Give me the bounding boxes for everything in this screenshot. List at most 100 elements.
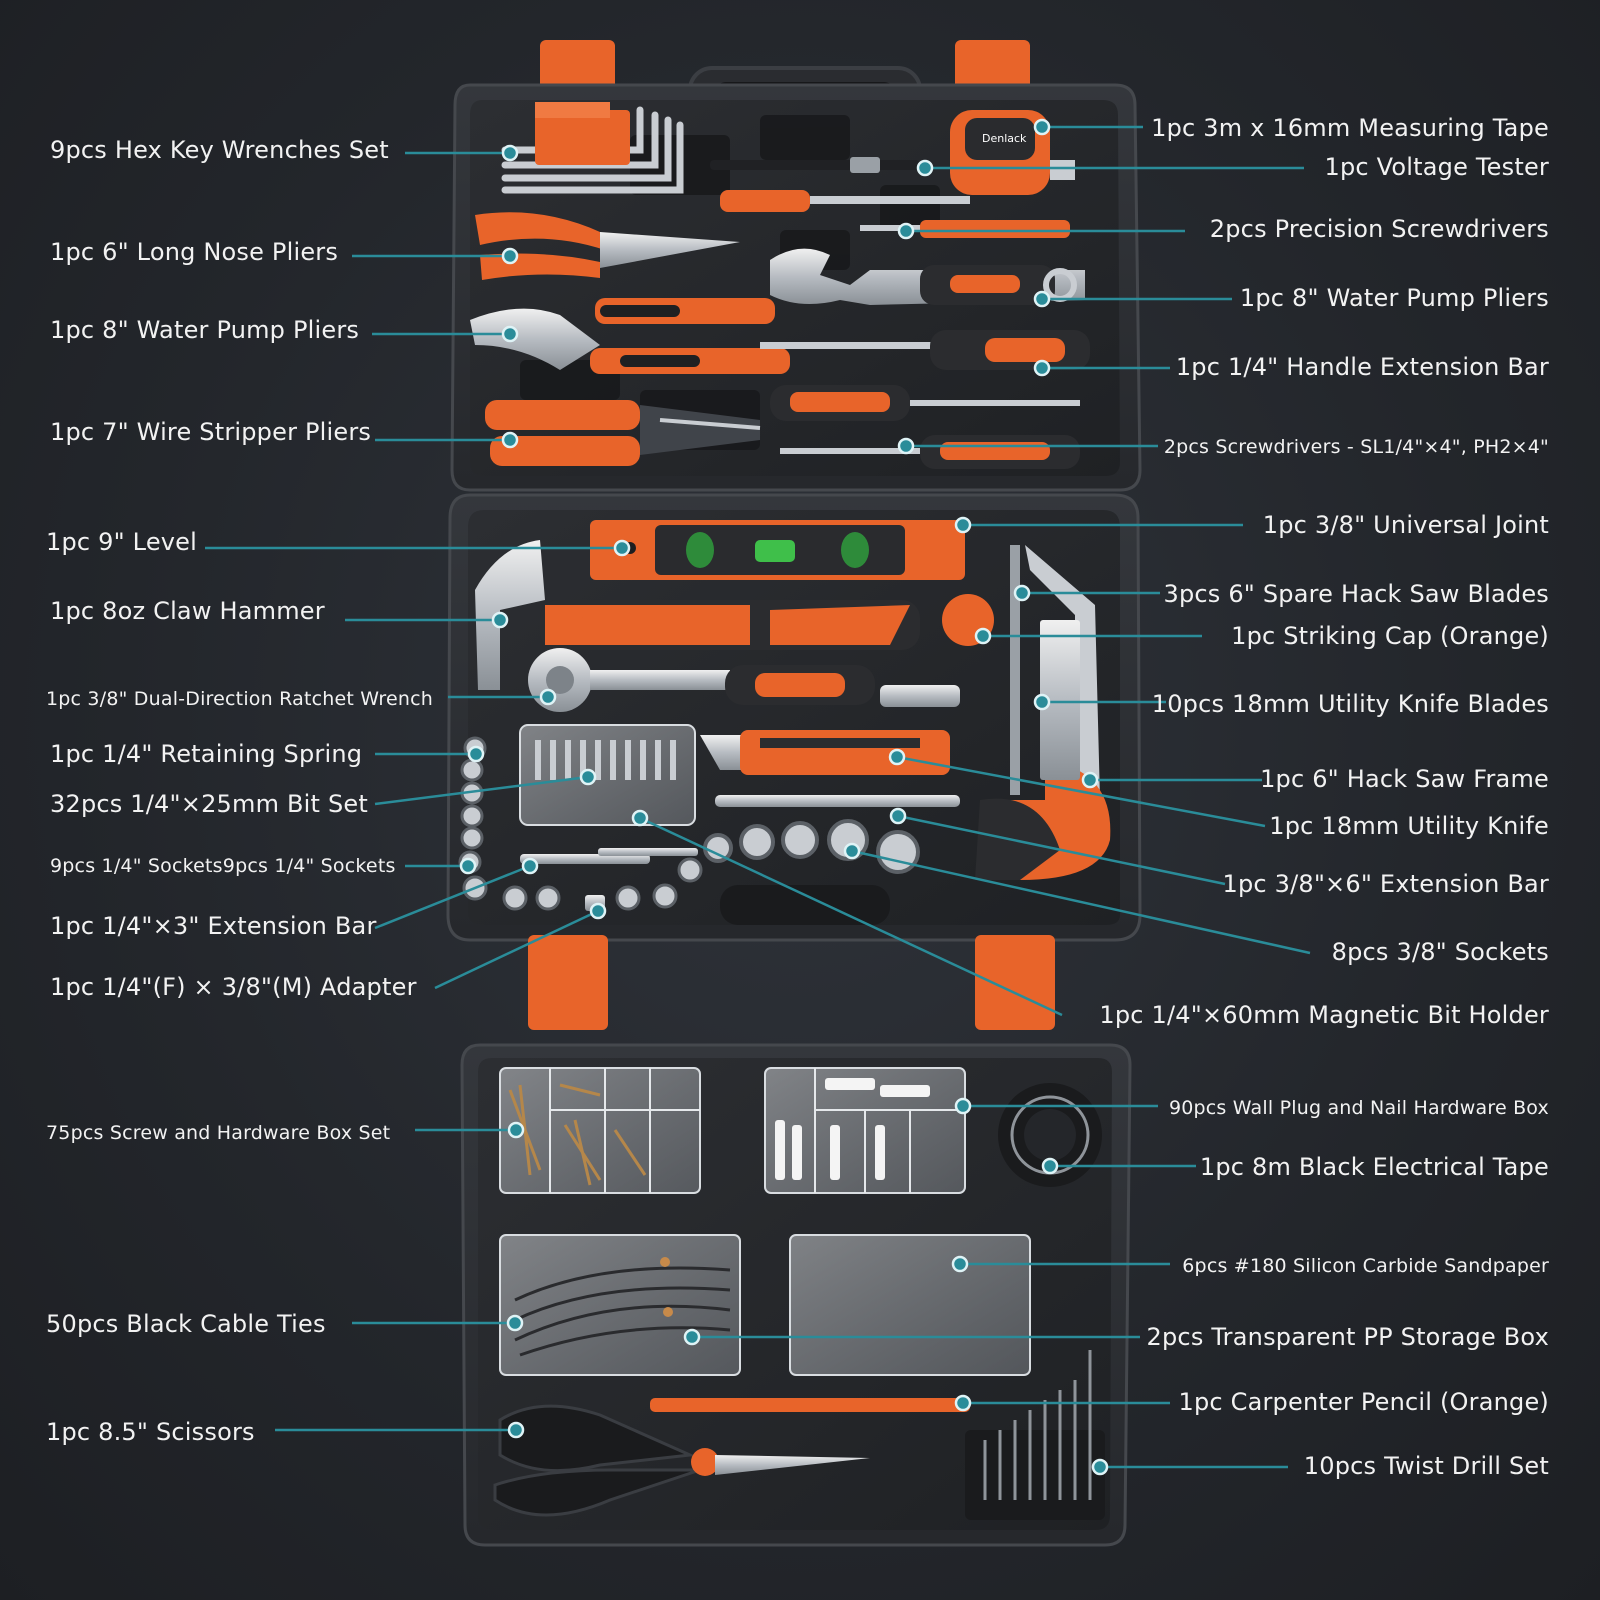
label-electrical-tape: 1pc 8m Black Electrical Tape (1199, 1153, 1549, 1181)
label-precision-screwdrivers: 2pcs Precision Screwdrivers (1209, 215, 1549, 243)
leader-dot (501, 247, 519, 265)
leader-dot (491, 611, 509, 629)
screw-hardware-box (499, 1067, 701, 1194)
label-three-eighths-extension: 1pc 3/8"×6" Extension Bar (1222, 870, 1549, 898)
label-ratchet-wrench: 1pc 3/8" Dual-Direction Ratchet Wrench (46, 688, 434, 710)
leader-dot (897, 222, 915, 240)
magnetic-bit-holder (598, 848, 698, 856)
claw-hammer (475, 540, 920, 690)
leader-dot (539, 688, 557, 706)
leader-dot (954, 1394, 972, 1412)
leader-dot (1041, 1157, 1059, 1175)
hack-saw (975, 545, 1111, 880)
leader-dot (974, 627, 992, 645)
label-cable-ties: 50pcs Black Cable Ties (46, 1310, 326, 1338)
leader-dot (1081, 771, 1099, 789)
leader-dot (459, 857, 477, 875)
universal-joint (880, 685, 960, 707)
leader-line (851, 849, 1311, 955)
hex-key-holder (535, 110, 630, 165)
label-water-pump-pliers-r: 1pc 8" Water Pump Pliers (1239, 284, 1549, 312)
leader-dots (459, 118, 1109, 1476)
top-latch-left (540, 40, 615, 90)
label-scissors: 1pc 8.5" Scissors (46, 1418, 255, 1446)
leader-line (434, 909, 599, 990)
label-measuring-tape: 1pc 3m x 16mm Measuring Tape (1151, 114, 1549, 142)
leader-lines (205, 125, 1311, 1469)
leader-dot (889, 807, 907, 825)
label-long-nose-pliers: 1pc 6" Long Nose Pliers (50, 238, 339, 266)
leader-dot (521, 857, 539, 875)
precision-screwdrivers (720, 190, 1070, 238)
label-magnetic-bit-holder: 1pc 1/4"×60mm Magnetic Bit Holder (1099, 1001, 1549, 1029)
leader-dot (1033, 693, 1051, 711)
label-hex-key-wrenches: 9pcs Hex Key Wrenches Set (50, 136, 389, 164)
leader-line (896, 755, 1266, 828)
label-level: 1pc 9" Level (46, 528, 198, 556)
leader-dot (579, 768, 597, 786)
measuring-tape: Denlack (950, 110, 1075, 195)
sandpaper-box (789, 1234, 1031, 1376)
label-retaining-spring: 1pc 1/4" Retaining Spring (50, 740, 363, 768)
adjustable-wrench (770, 248, 1085, 305)
leader-dot (1033, 118, 1051, 136)
leader-dot (1013, 584, 1031, 602)
leader-dot (613, 539, 631, 557)
leader-dot (897, 437, 915, 455)
label-wire-stripper: 1pc 7" Wire Stripper Pliers (50, 418, 372, 446)
label-screw-hardware-box: 75pcs Screw and Hardware Box Set (46, 1122, 391, 1144)
leader-dot (843, 842, 861, 860)
leader-dot (631, 809, 649, 827)
leader-line (374, 775, 589, 806)
label-quarter-sockets: 9pcs 1/4" Sockets9pcs 1/4" Sockets (50, 855, 396, 877)
bottom-case (460, 1043, 1132, 1547)
leader-dot (589, 902, 607, 920)
leader-dot (1033, 359, 1051, 377)
label-water-pump-pliers-l: 1pc 8" Water Pump Pliers (50, 316, 360, 344)
leader-dot (506, 1314, 524, 1332)
label-hack-saw-frame: 1pc 6" Hack Saw Frame (1260, 765, 1549, 793)
leader-dot (954, 1097, 972, 1115)
wire-stripper-pliers (485, 400, 761, 466)
water-pump-pliers-left (470, 298, 790, 374)
label-wall-plug-box: 90pcs Wall Plug and Nail Hardware Box (1168, 1097, 1549, 1119)
mid-latch-left (528, 935, 608, 1030)
label-utility-knife: 1pc 18mm Utility Knife (1269, 812, 1549, 840)
label-adapter: 1pc 1/4"(F) × 3/8"(M) Adapter (50, 973, 417, 1001)
leader-dot (951, 1255, 969, 1273)
leader-dot (501, 325, 519, 343)
extension-bar-three-eighths (715, 795, 960, 807)
label-screwdrivers-pair: 2pcs Screwdrivers - SL1/4"×4", PH2×4" (1163, 436, 1549, 458)
leader-dot (501, 144, 519, 162)
leader-dot (954, 516, 972, 534)
handle-extension-bar (760, 330, 1090, 370)
utility-knife (700, 730, 950, 775)
leader-dot (683, 1328, 701, 1346)
leader-dot (501, 431, 519, 449)
leader-dot (467, 745, 485, 763)
label-universal-joint: 1pc 3/8" Universal Joint (1262, 511, 1549, 539)
label-claw-hammer: 1pc 8oz Claw Hammer (50, 597, 325, 625)
electrical-tape (998, 1083, 1102, 1187)
svg-text:Denlack: Denlack (982, 132, 1027, 145)
extension-bar-quarter (520, 854, 650, 864)
top-latch-right (955, 40, 1030, 90)
leader-dot (916, 159, 934, 177)
leader-line (897, 814, 1226, 886)
label-hack-saw-blades: 3pcs 6" Spare Hack Saw Blades (1163, 580, 1549, 608)
voltage-tester (710, 160, 920, 170)
level (590, 520, 965, 580)
label-quarter-extension: 1pc 1/4"×3" Extension Bar (50, 912, 377, 940)
long-nose-pliers (475, 212, 740, 280)
label-carpenter-pencil: 1pc Carpenter Pencil (Orange) (1178, 1388, 1549, 1416)
twist-drill-set (965, 1350, 1105, 1520)
leader-dot (1091, 1458, 1109, 1476)
label-striking-cap: 1pc Striking Cap (Orange) (1231, 622, 1549, 650)
bit-set-box (519, 724, 696, 826)
label-sandpaper: 6pcs #180 Silicon Carbide Sandpaper (1182, 1255, 1549, 1277)
carpenter-pencil (650, 1398, 970, 1412)
leader-dot (1033, 290, 1051, 308)
label-voltage-tester: 1pc Voltage Tester (1324, 153, 1549, 181)
knife-blades (1040, 620, 1080, 780)
